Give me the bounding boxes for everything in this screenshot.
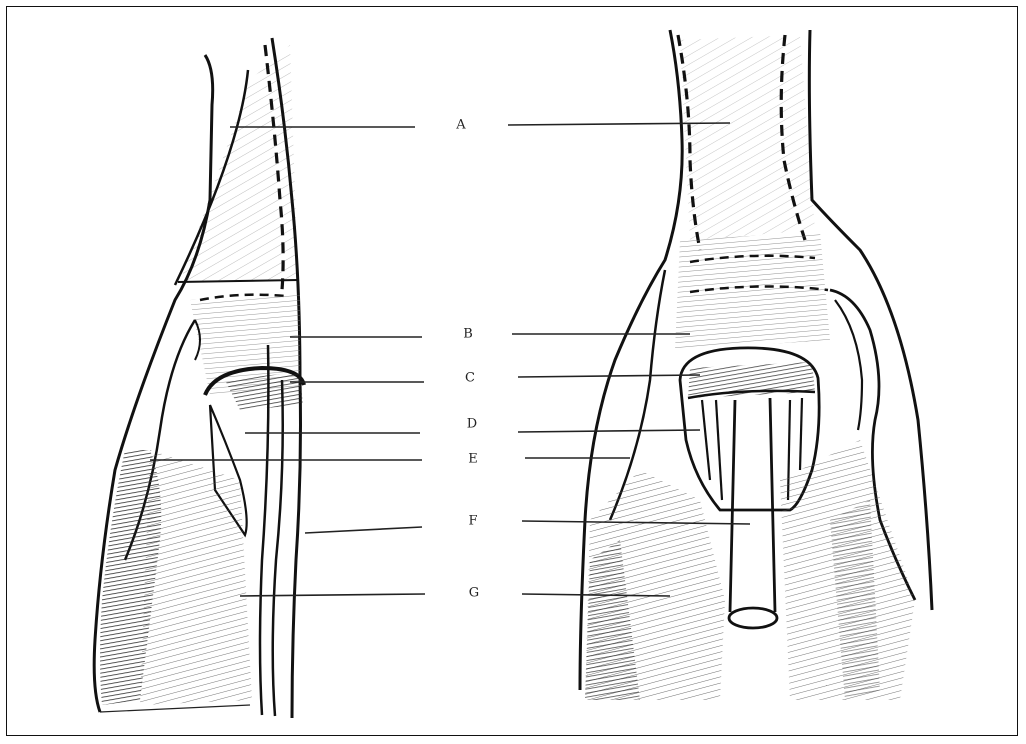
leader-f-left bbox=[305, 527, 422, 533]
right-right-flap-inner bbox=[835, 300, 862, 430]
right-tendon-cut-end bbox=[729, 608, 777, 628]
leader-c-right bbox=[518, 375, 700, 377]
left-view-drawing bbox=[94, 38, 304, 718]
label-f: F bbox=[468, 514, 477, 529]
right-upper-shading bbox=[680, 35, 815, 240]
left-lower-contour bbox=[100, 705, 250, 712]
leader-g-left bbox=[240, 594, 425, 596]
right-view-drawing bbox=[580, 30, 932, 700]
label-b: B bbox=[463, 327, 473, 342]
right-window-top-band bbox=[688, 362, 815, 398]
label-c: C bbox=[465, 371, 475, 386]
left-tendon-strand-2 bbox=[273, 380, 283, 716]
label-e: E bbox=[468, 452, 478, 467]
label-g: G bbox=[469, 586, 479, 601]
label-d: D bbox=[467, 417, 477, 432]
leader-d-right bbox=[518, 430, 700, 432]
label-a: A bbox=[456, 118, 465, 133]
left-muscle-belly bbox=[140, 450, 252, 705]
